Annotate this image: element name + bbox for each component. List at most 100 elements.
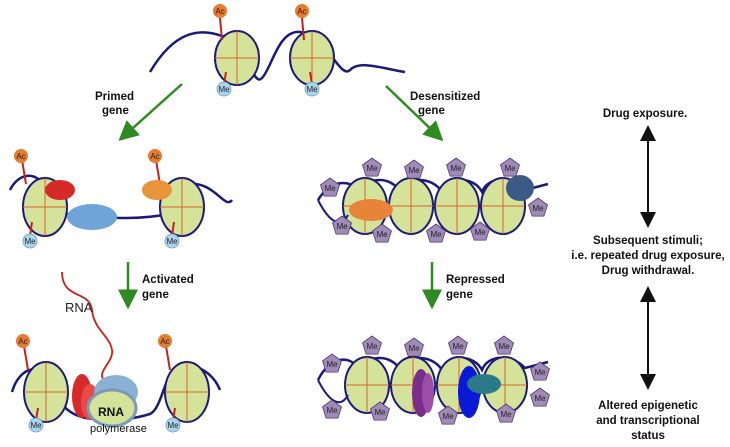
drug-exposure-text: Drug exposure. [603,108,687,120]
methyl-mark: Me [322,399,342,419]
acetyl-mark: Ac [295,4,309,18]
methyl-mark: Me [372,223,392,243]
methyl-mark: Me [404,337,424,357]
blue-factor [67,204,117,230]
svg-text:Ac: Ac [297,7,306,16]
svg-text:Me: Me [24,237,36,246]
methyl-mark: Me [164,233,180,249]
svg-text:Me: Me [450,164,462,173]
svg-text:Ac: Ac [150,152,159,161]
acetyl-mark: Ac [14,149,28,163]
svg-text:Me: Me [534,368,546,377]
svg-text:Me: Me [166,237,178,246]
svg-text:Me: Me [452,342,464,351]
svg-text:Me: Me [218,85,230,94]
methyl-mark: Me [530,387,550,407]
repressed-chromatin [316,356,549,418]
altered-status-text: status [631,430,665,442]
svg-text:Me: Me [498,342,510,351]
subsequent-stimuli-text: Subsequent stimuli; [593,235,703,247]
repressed-label: gene [446,289,473,301]
nucleosome [434,177,480,235]
nucleosome [164,361,210,423]
svg-text:Ac: Ac [18,337,27,346]
desensitized-label: gene [418,105,445,117]
svg-text:Me: Me [532,204,544,213]
orange-factor [349,199,393,221]
rna-polymerase-label: RNA [98,405,124,419]
activated-chromatin [10,271,222,428]
methyl-mark: Me [470,221,490,241]
polymerase-label: polymerase [90,423,147,435]
arrow-to-desensitized [385,85,444,142]
nucleosome [214,30,260,86]
methyl-mark: Me [216,81,232,97]
repressed-label: Repressed [446,274,505,286]
svg-text:Me: Me [167,421,179,430]
altered-status-text: and transcriptional [596,415,700,427]
svg-text:Me: Me [324,184,336,193]
methyl-mark: Me [530,361,550,381]
orange-factor [142,180,172,200]
nucleosome [344,356,390,414]
methyl-mark: Me [404,159,424,179]
svg-text:Me: Me [326,406,338,415]
svg-text:Me: Me [504,164,516,173]
svg-text:Ac: Ac [16,152,25,161]
subsequent-stimuli-text: i.e. repeated drug exposure, [571,250,724,262]
svg-text:Me: Me [336,222,348,231]
methyl-mark: Me [370,401,390,421]
methyl-mark: Me [22,233,38,249]
methyl-mark: Me [438,405,458,425]
primed-label: gene [102,105,129,117]
methyl-mark: Me [362,157,382,177]
desensitized-chromatin [316,175,549,235]
svg-text:Me: Me [306,85,318,94]
subsequent-stimuli-text: Drug withdrawal. [602,265,695,277]
methyl-mark: Me [362,335,382,355]
methyl-mark: Me [500,157,520,177]
red-factor [45,180,75,200]
methyl-mark: Me [528,197,548,217]
methyl-mark: Me [496,403,516,423]
methyl-mark: Me [28,417,44,433]
activated-label: Activated [142,274,194,286]
acetyl-mark: Ac [158,334,172,348]
svg-text:Me: Me [374,408,386,417]
rna-polymerase [86,375,138,428]
svg-text:Me: Me [326,360,338,369]
acetyl-mark: Ac [213,4,227,18]
svg-text:Me: Me [442,412,454,421]
methyl-mark: Me [165,417,181,433]
methyl-mark: Me [304,81,320,97]
svg-text:Me: Me [366,342,378,351]
top-chromatin [148,17,406,86]
svg-text:Me: Me [376,230,388,239]
purple-factor [422,373,434,413]
svg-text:Me: Me [366,164,378,173]
svg-text:Me: Me [500,410,512,419]
arrow-to-primed [118,83,183,142]
methyl-mark: Me [448,335,468,355]
teal-factor [467,374,501,394]
altered-status-text: Altered epigenetic [598,400,698,412]
svg-text:Me: Me [408,166,420,175]
acetyl-mark: Ac [148,149,162,163]
nucleosome [289,30,335,86]
methyl-mark: Me [426,223,446,243]
acetyl-mark: Ac [16,334,30,348]
methyl-mark: Me [322,353,342,373]
methyl-mark: Me [446,157,466,177]
svg-text:Me: Me [474,228,486,237]
methyl-mark: Me [494,335,514,355]
svg-text:Me: Me [408,344,420,353]
methyl-mark: Me [320,177,340,197]
dark-blue-factor [506,175,534,201]
nucleosome [388,177,434,235]
svg-text:Me: Me [534,394,546,403]
rna-label: RNA [65,300,93,315]
